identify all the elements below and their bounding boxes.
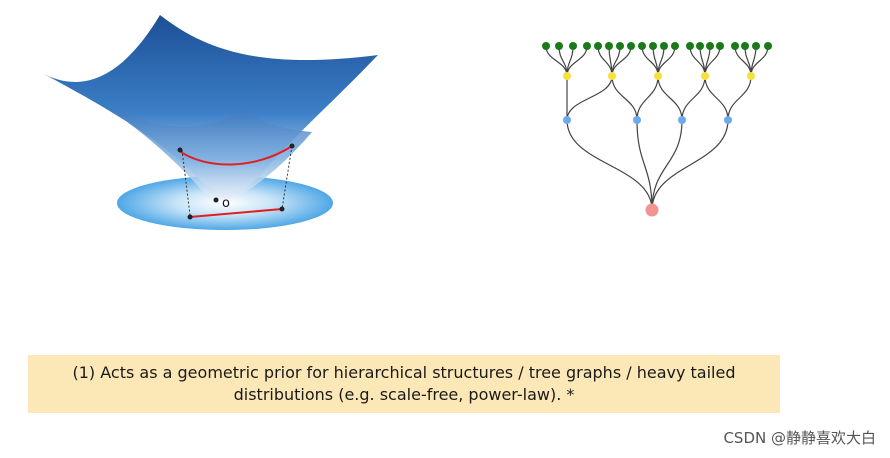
tree-leaf-node	[686, 42, 694, 50]
tree-edge-l2-leaf-0-0	[545, 45, 568, 77]
projection-line-left	[181, 149, 191, 216]
tree-leaf-node	[660, 42, 668, 50]
tree-edge-l1-l2-b0	[566, 75, 613, 121]
tree-leaf-node	[638, 42, 646, 50]
origin-point	[213, 197, 219, 203]
tree-level2-node	[563, 72, 571, 80]
tree-leaf-node	[569, 42, 577, 50]
tree-leaf-node	[627, 42, 635, 50]
tree-root-node	[645, 203, 659, 217]
tree-leaf-node	[671, 42, 679, 50]
projection-line-right	[281, 145, 293, 210]
poincare-disk	[117, 176, 333, 230]
hyperboloid-surface-back	[40, 15, 378, 193]
tree-edge-l2-leaf-1-1	[608, 45, 613, 77]
point-disk-right	[279, 206, 285, 212]
tree-leaf-node	[764, 42, 772, 50]
tree-leaf-node	[716, 42, 724, 50]
tree-edge-l2-leaf-1-3	[611, 45, 632, 77]
hyperboloid-surface-front	[90, 98, 312, 200]
tree-leaf-node	[649, 42, 657, 50]
point-disk-left	[187, 214, 193, 220]
tree-figure	[542, 42, 772, 217]
tree-edge-l2-leaf-3-1	[699, 45, 706, 77]
tree-leaf-node	[555, 42, 563, 50]
hyperboloid-figure: o	[40, 15, 378, 230]
tree-edge-l1-l2-a3	[704, 75, 729, 121]
tree-leaf-node	[731, 42, 739, 50]
tree-edge-l1-l2-a1	[611, 75, 638, 121]
tree-edge-l2-leaf-2-1	[652, 45, 659, 77]
tree-leaf-node	[583, 42, 591, 50]
tree-leaf-node	[741, 42, 749, 50]
tree-level1-node	[678, 116, 686, 124]
tree-leaf-node	[594, 42, 602, 50]
caption-box: (1) Acts as a geometric prior for hierar…	[28, 355, 780, 413]
hyperboloid-geodesic	[177, 145, 293, 166]
tree-edge-root-l1-1	[636, 119, 653, 211]
tree-level2-node	[608, 72, 616, 80]
tree-level2-node	[747, 72, 755, 80]
watermark: CSDN @静静喜欢大白	[723, 429, 876, 447]
point-hyperboloid-right	[289, 143, 295, 149]
tree-leaf-node	[542, 42, 550, 50]
tree-edge-l1-l2-b2	[681, 75, 706, 121]
tree-edge-l1-l2-a2	[657, 75, 683, 121]
tree-edge-root-l1-0	[566, 119, 653, 211]
tree-level2-node	[654, 72, 662, 80]
tree-edge-root-l1-2	[651, 119, 683, 211]
tree-level2-node	[701, 72, 709, 80]
tree-level1-node	[633, 116, 641, 124]
tree-leaf-node	[616, 42, 624, 50]
tree-leaf-node	[605, 42, 613, 50]
tree-edge-root-l1-3	[651, 119, 729, 211]
tree-leaf-node	[706, 42, 714, 50]
origin-label: o	[222, 196, 230, 211]
point-hyperboloid-left	[177, 147, 183, 153]
disk-geodesic	[189, 208, 283, 218]
tree-edge-l1-l2-b1	[636, 75, 659, 121]
tree-leaf-node	[696, 42, 704, 50]
tree-level1-node	[563, 116, 571, 124]
tree-level1-node	[724, 116, 732, 124]
caption-text: (1) Acts as a geometric prior for hierar…	[72, 363, 736, 404]
tree-leaf-node	[752, 42, 760, 50]
tree-edge-l1-l2-b3	[727, 75, 752, 121]
